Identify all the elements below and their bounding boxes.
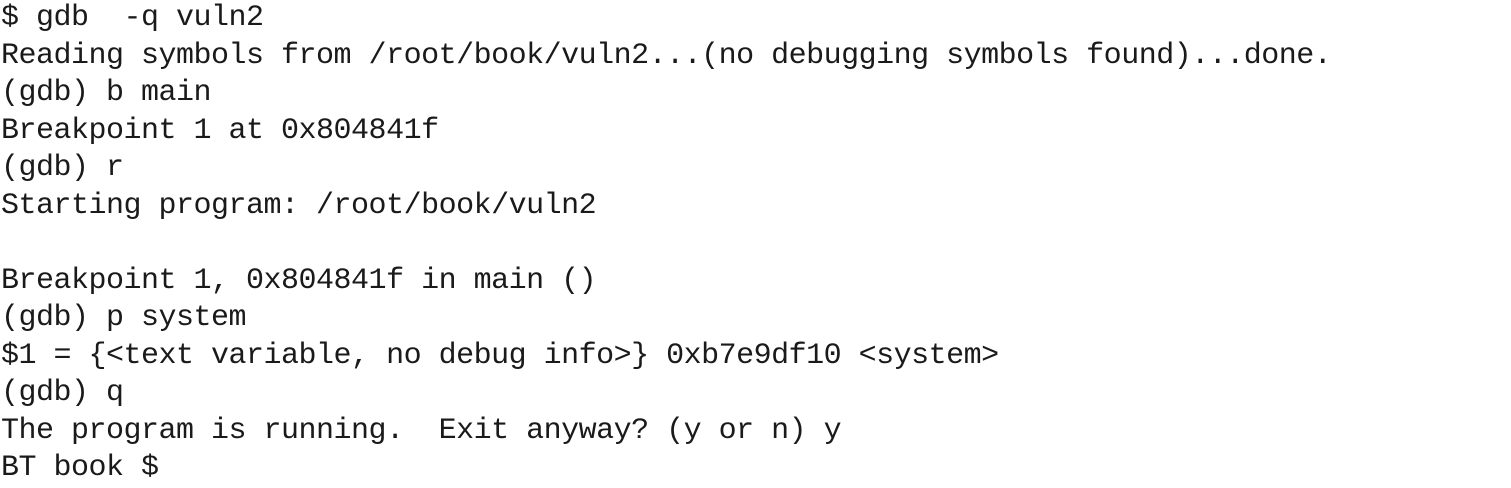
terminal-line: $ gdb -q vuln2 <box>1 1 264 35</box>
terminal-prompt-line[interactable]: BT book $ <box>1 451 159 485</box>
terminal-line: Breakpoint 1, 0x804841f in main () <box>1 263 597 298</box>
terminal-line: (gdb) b main <box>1 76 212 110</box>
terminal-line <box>1 225 1511 263</box>
terminal-line: The program is running. Exit anyway? (y … <box>1 413 842 448</box>
terminal-line: (gdb) p system <box>1 301 247 335</box>
terminal-line: Starting program: /root/book/vuln2 <box>1 188 597 223</box>
terminal-line: Breakpoint 1 at 0x804841f <box>1 113 439 148</box>
terminal-line: (gdb) q <box>1 376 124 410</box>
terminal-line: $1 = {<text variable, no debug info>} 0x… <box>1 338 999 373</box>
terminal-line: Reading symbols from /root/book/vuln2...… <box>1 38 1332 73</box>
terminal-line: (gdb) r <box>1 151 124 185</box>
